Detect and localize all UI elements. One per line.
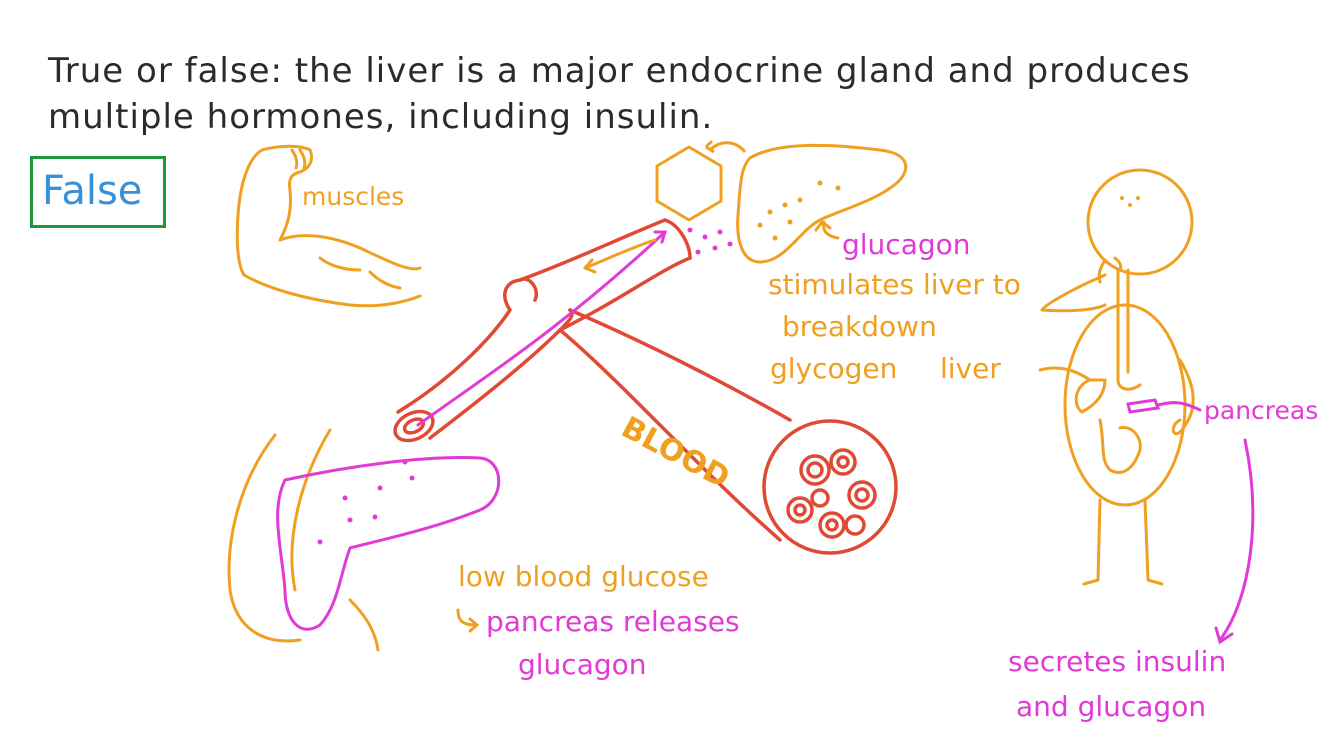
glucagon-dots <box>687 227 733 255</box>
glycogen-hexagon <box>655 139 747 222</box>
face-dots <box>1120 196 1140 207</box>
blood-vessel <box>393 218 898 555</box>
stick-figure <box>1038 168 1195 586</box>
label-low-glucose-line-2: pancreas releases <box>486 605 740 638</box>
liver-drawing <box>736 143 908 264</box>
glucagon-arrow <box>814 220 840 240</box>
question-line-1: True or false: the liver is a major endo… <box>48 51 1191 91</box>
liver-glucose-dots <box>757 180 841 241</box>
label-low-glucose-line-1: low blood glucose <box>458 560 709 593</box>
label-pancreas: pancreas <box>1204 396 1319 425</box>
label-low-glucose-line-3: glucagon <box>518 648 647 681</box>
vessel-arrows <box>416 230 668 427</box>
question-text: True or false: the liver is a major endo… <box>48 48 1278 140</box>
pancreas-drawing <box>276 456 501 631</box>
label-secretes-line-1: secretes insulin <box>1008 645 1227 678</box>
low-glucose-arrow <box>456 608 480 633</box>
pancreas-pointer <box>1126 398 1255 645</box>
label-secretes-line-2: and glucagon <box>1016 690 1207 723</box>
answer-text: False <box>42 168 143 214</box>
label-muscles: muscles <box>302 182 405 211</box>
label-glucagon: glucagon <box>842 228 971 261</box>
answer-box <box>30 156 166 228</box>
label-stimulates-line-1: stimulates liver to <box>768 268 1021 301</box>
stomach-outline <box>227 428 380 652</box>
label-stimulates-line-2: breakdown <box>782 310 937 343</box>
label-liver: liver <box>940 352 1001 385</box>
arm-muscle-drawing <box>235 144 422 308</box>
pancreas-dots <box>317 459 415 545</box>
question-line-2: multiple hormones, including insulin. <box>48 97 714 137</box>
label-stimulates-line-3: glycogen <box>770 352 898 385</box>
